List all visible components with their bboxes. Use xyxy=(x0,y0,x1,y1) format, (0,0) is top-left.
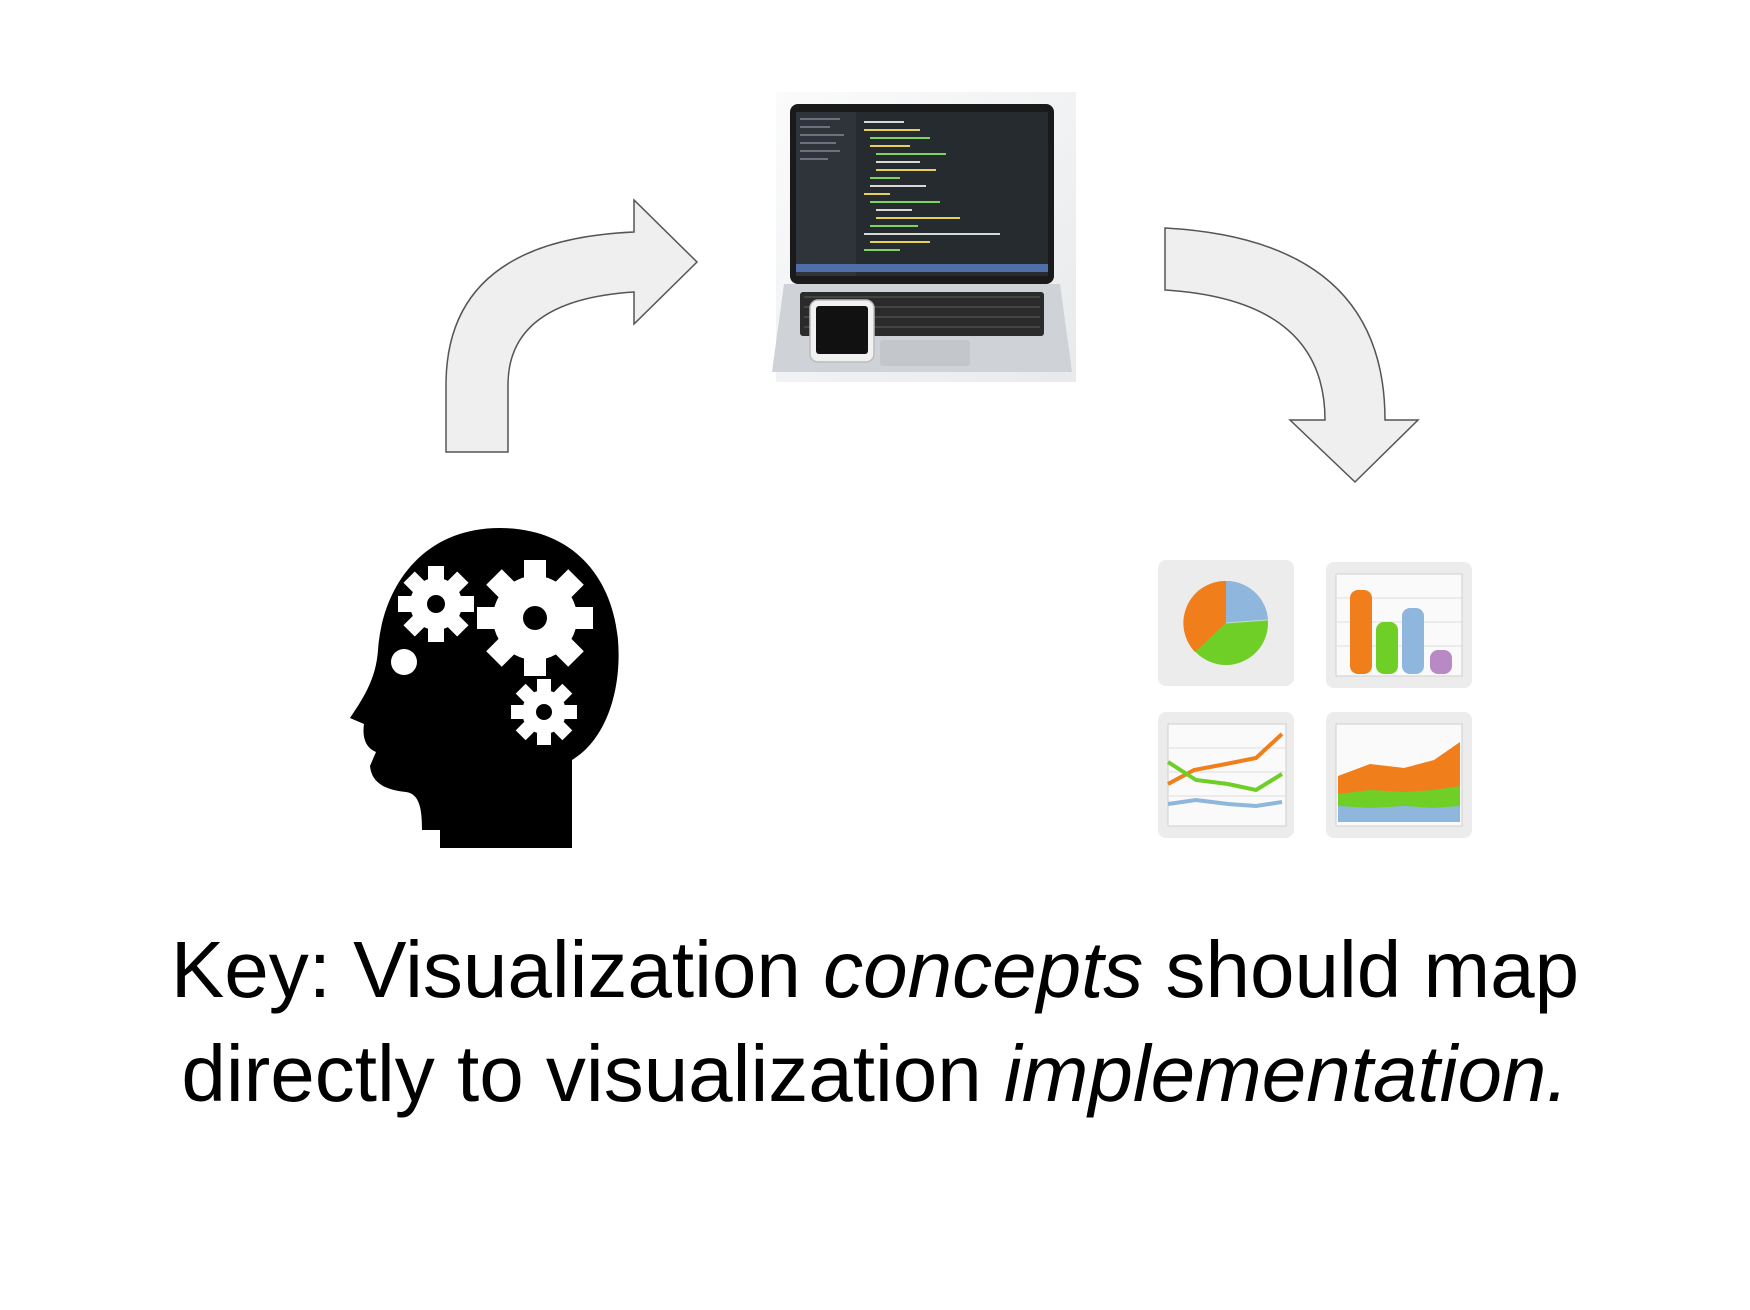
bar-chart-thumbnail xyxy=(1326,562,1472,688)
key-caption: Key: Visualization concepts should map d… xyxy=(0,918,1750,1126)
caption-line-2-prefix: directly to visualization xyxy=(181,1029,1004,1118)
caption-emphasis-implementation: implementation. xyxy=(1003,1029,1569,1118)
laptop-with-code-icon xyxy=(772,92,1076,382)
chart-thumbnails-icon xyxy=(1158,560,1472,838)
curved-arrow-right-icon xyxy=(445,198,699,453)
head-with-gears-icon xyxy=(350,528,619,848)
caption-line-1: Key: Visualization concepts should map xyxy=(0,918,1750,1022)
caption-line-2: directly to visualization implementation… xyxy=(0,1022,1750,1126)
line-chart-thumbnail xyxy=(1158,712,1294,838)
curved-arrow-down-icon xyxy=(1164,227,1420,484)
pie-chart-thumbnail xyxy=(1158,560,1294,686)
caption-emphasis-concepts: concepts xyxy=(823,925,1144,1014)
caption-line-1-prefix: Key: Visualization xyxy=(170,925,824,1014)
area-chart-thumbnail xyxy=(1326,712,1472,838)
caption-line-1-suffix: should map xyxy=(1143,925,1580,1014)
